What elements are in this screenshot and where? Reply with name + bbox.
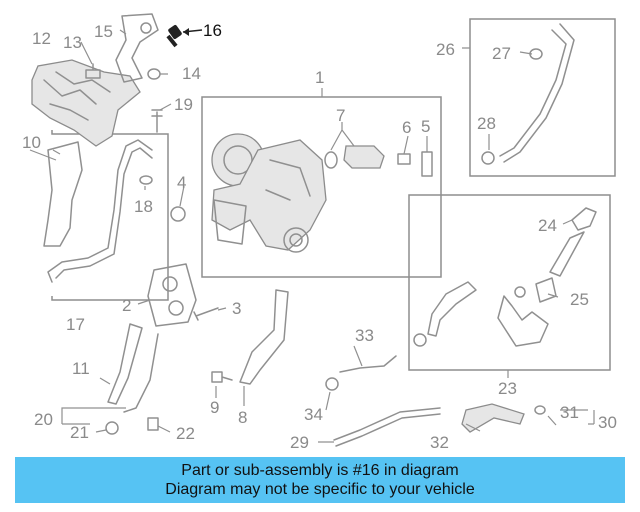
heat-shield-ribs <box>43 71 111 121</box>
gasket-2-hole-b <box>168 300 184 316</box>
o-ring-part-7 <box>324 151 338 169</box>
gasket-hole <box>140 22 152 34</box>
stud-part-19 <box>151 109 163 133</box>
callout-12: 12 <box>32 29 51 48</box>
callout-6: 6 <box>402 118 411 137</box>
callout-17: 17 <box>66 315 85 334</box>
callout-26: 26 <box>436 40 455 59</box>
callout-5: 5 <box>421 117 430 136</box>
washer-part-18 <box>139 175 153 185</box>
seal-part-28 <box>481 151 495 165</box>
coolant-pipe-part-29 <box>333 407 441 441</box>
stud-part-3 <box>193 307 219 321</box>
washer-part-21 <box>105 421 119 435</box>
bolt-part-6 <box>397 153 411 165</box>
coolant-hose-part <box>427 281 477 337</box>
coolant-hose-group-box <box>408 194 611 371</box>
bolt-part-13 <box>85 63 101 79</box>
oil-feed-line-bracket-17 <box>51 130 169 301</box>
coolant-pipe-part-33 <box>339 355 397 373</box>
callout-3: 3 <box>232 299 241 318</box>
callout-9: 9 <box>210 398 219 417</box>
bolt-part-16-icon <box>166 25 182 48</box>
callout-21: 21 <box>70 423 89 442</box>
callout-29: 29 <box>290 433 309 452</box>
callout-15: 15 <box>94 22 113 41</box>
coolant-hose-part-25 <box>497 295 549 347</box>
oil-return-pipe-part-26 <box>499 29 567 157</box>
callout-34: 34 <box>304 405 323 424</box>
seal-part-34 <box>325 377 339 391</box>
callout-4: 4 <box>177 173 186 192</box>
hose-clamp-part-24 <box>571 207 597 231</box>
callout-31: 31 <box>560 403 579 422</box>
callout-8: 8 <box>238 408 247 427</box>
plug-part-4 <box>170 206 186 222</box>
callout-32: 32 <box>430 433 449 452</box>
oil-return-tube <box>123 333 159 413</box>
callout-25: 25 <box>570 290 589 309</box>
actuator-part-7 <box>343 145 385 169</box>
seal-part-14 <box>147 68 161 80</box>
callout-28: 28 <box>477 114 496 133</box>
callout-7: 7 <box>336 106 345 125</box>
callout-18: 18 <box>134 197 153 216</box>
hose-part-24 <box>549 231 585 277</box>
heat-shield-part-10 <box>43 141 83 247</box>
oil-return-group-box <box>469 18 616 177</box>
callout-2: 2 <box>122 296 131 315</box>
oil-return-line-part-11 <box>107 323 143 405</box>
gasket-2-hole-a <box>162 276 178 292</box>
parts-diagram: 1 2 3 4 5 6 7 8 9 10 11 12 13 14 15 16 1… <box>22 13 617 452</box>
callout-23: 23 <box>498 379 517 398</box>
hose-fitting <box>535 277 557 303</box>
banner-line-1: Part or sub-assembly is #16 in diagram <box>181 462 459 479</box>
oil-return-pipe-part-26-outline <box>503 23 575 163</box>
fitting-part-5 <box>421 151 433 177</box>
callout-16: 16 <box>203 21 222 40</box>
heat-shield-part-12 <box>31 59 141 147</box>
callout-13: 13 <box>63 33 82 52</box>
callout-11: 11 <box>72 359 90 378</box>
oil-feed-line-outline <box>55 147 153 279</box>
info-banner: Part or sub-assembly is #16 in diagram D… <box>15 457 625 503</box>
leader-lines <box>29 29 595 443</box>
turbocharger-part-1 <box>211 133 327 253</box>
coolant-pipe-part-32 <box>461 403 525 433</box>
seal-part-31 <box>534 405 546 415</box>
bolt-part-9 <box>211 371 233 383</box>
callout-14: 14 <box>182 64 201 83</box>
callout-22: 22 <box>176 424 195 443</box>
banner-line-2: Diagram may not be specific to your vehi… <box>165 481 475 498</box>
hose-clamp <box>413 333 427 347</box>
oil-feed-line-part-17 <box>47 139 153 283</box>
callout-24: 24 <box>538 216 557 235</box>
gasket-part-2 <box>147 263 197 327</box>
bracket-part-8 <box>239 289 289 385</box>
callout-19: 19 <box>174 95 193 114</box>
leader-arrowhead-16 <box>183 28 189 36</box>
gasket-part-15 <box>115 13 159 83</box>
callout-30: 30 <box>598 413 617 432</box>
callout-10: 10 <box>22 133 41 152</box>
callout-20: 20 <box>34 410 53 429</box>
hose-clamp-b <box>514 286 526 298</box>
callout-1: 1 <box>315 68 324 87</box>
bolt-part-22 <box>147 417 159 431</box>
coolant-pipe-part-29-outline <box>335 413 441 447</box>
callout-27: 27 <box>492 44 511 63</box>
callout-33: 33 <box>355 326 374 345</box>
